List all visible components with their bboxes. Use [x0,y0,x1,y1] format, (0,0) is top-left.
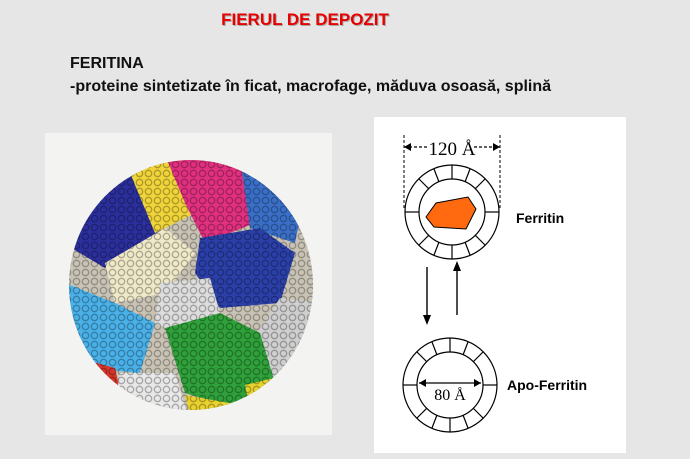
iron-core [425,196,477,230]
apo-ferritin-label: Apo-Ferritin [507,377,587,393]
ferritin-shell [404,164,500,260]
protein-subunits [69,160,313,410]
apo-ferritin-shell [402,337,498,433]
slide-title: FIERUL DE DEPOZIT [221,10,389,29]
conversion-arrows [423,261,461,325]
section-description: -proteine sintetizate în ficat, macrofag… [70,78,552,95]
ferritin-diagram: 120 Å Ferritin [374,117,626,453]
ferritin-protein-image [45,133,332,435]
ferritin-label: Ferritin [516,210,564,226]
ferritin-size-label: 120 Å [429,139,476,160]
ferritin-dimension: 120 Å [403,135,501,209]
apo-ferritin-dimension: 80 Å [419,379,481,404]
apo-size-label: 80 Å [434,386,466,404]
section-heading: FERITINA [70,55,144,72]
